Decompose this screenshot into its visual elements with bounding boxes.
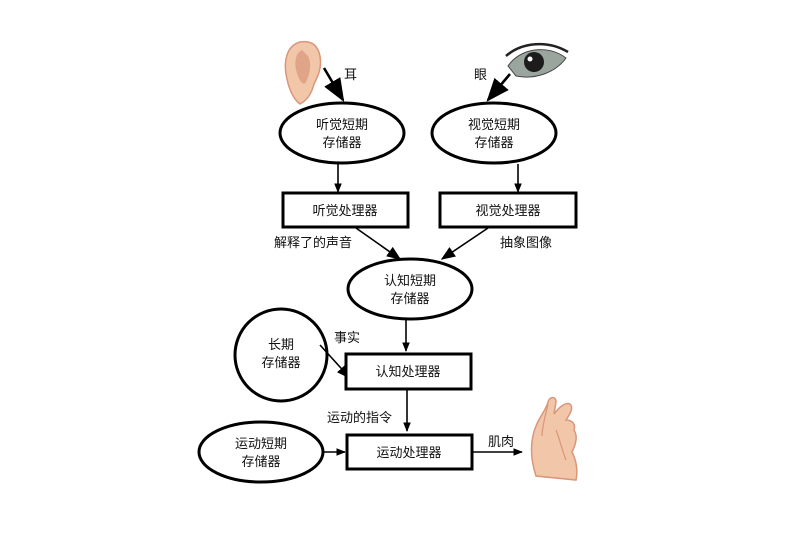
visual-stm-line1: 视觉短期 [468,118,520,133]
auditory-processor-label: 听觉处理器 [312,204,377,219]
motor-short-term-memory [197,420,325,484]
arrow-auditory-to-cognitive [355,227,402,260]
cognitive-stm-line1: 认知短期 [384,273,436,289]
interpreted-sound-label: 解释了的声音 [274,235,352,251]
long-term-memory-line2: 存储器 [261,356,300,371]
hand-icon [530,396,578,481]
eye-arrow [486,73,511,102]
facts-label: 事实 [334,331,360,346]
auditory-stm-line2: 存储器 [322,136,361,151]
motor-stm-line1: 运动短期 [235,437,287,452]
auditory-stm-line1: 听觉短期 [316,118,368,133]
visual-short-term-memory [430,101,558,165]
motor-processor [345,433,474,471]
visual-processor [438,191,578,229]
cognitive-short-term-memory [346,257,474,321]
eye-icon [505,42,569,78]
visual-processor-label: 视觉处理器 [475,204,540,219]
abstract-image-label: 抽象图像 [500,236,552,251]
arrow-visual-to-cognitive [440,227,489,260]
ear-label: 耳 [344,68,357,83]
cognitive-processor-label: 认知处理器 [375,364,440,380]
motor-processor-label: 运动处理器 [376,446,441,461]
cognitive-stm-line2: 存储器 [390,292,429,307]
auditory-processor [281,191,410,229]
ear-arrow [322,67,345,103]
long-term-memory [233,307,329,403]
ear-icon [284,40,322,105]
auditory-short-term-memory [278,101,406,165]
long-term-memory-line1: 长期 [268,338,294,353]
motor-stm-line2: 存储器 [241,455,280,470]
muscle-label: 肌肉 [488,435,514,450]
visual-stm-line2: 存储器 [474,136,513,151]
eye-label: 眼 [474,68,487,83]
cognitive-processor [344,352,473,391]
motor-commands-label: 运动的指令 [327,410,392,426]
